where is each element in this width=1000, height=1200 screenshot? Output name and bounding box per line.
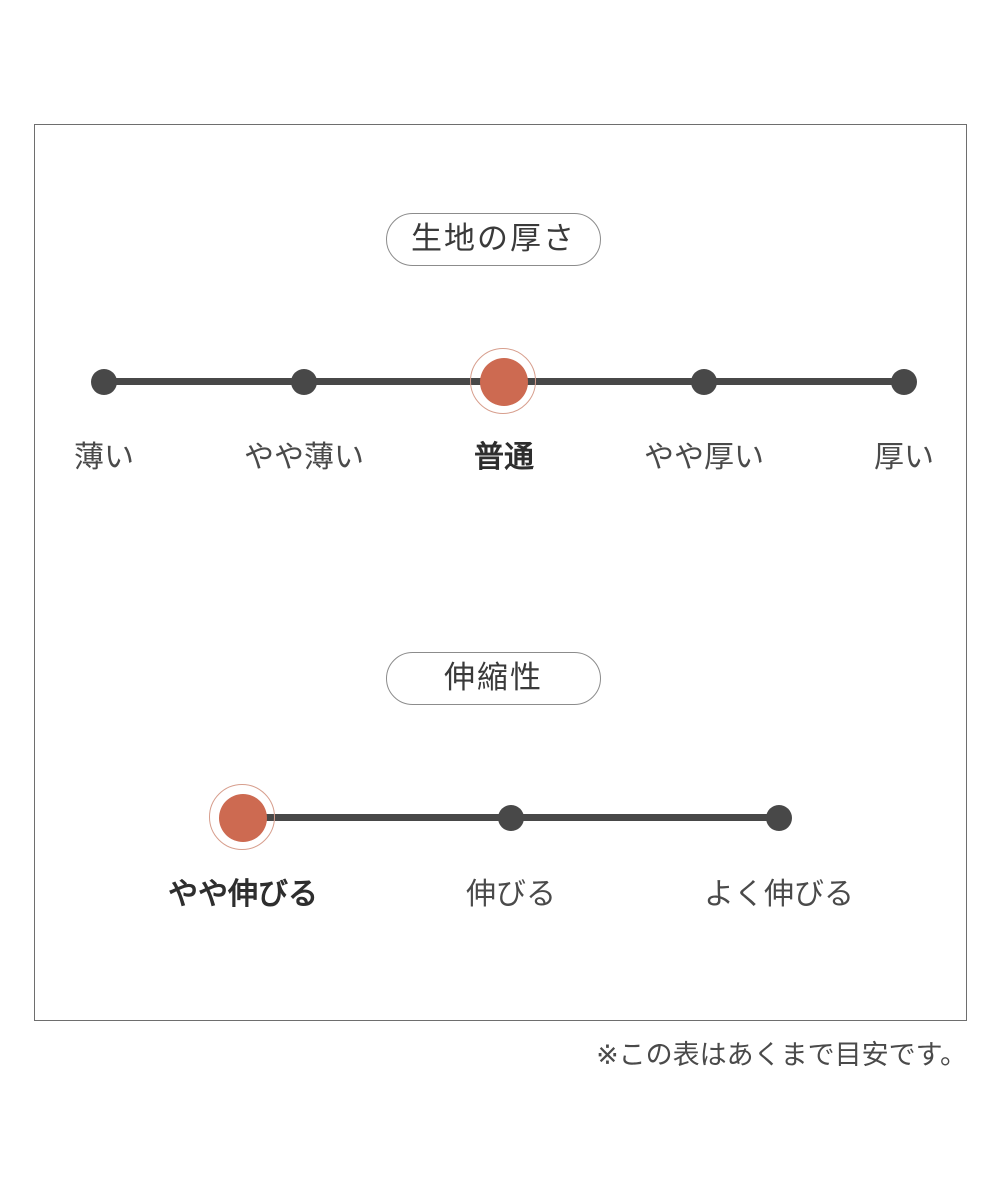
scale-thickness-label-4[interactable]: 厚い (874, 440, 934, 475)
scale-thickness-node-4[interactable] (891, 368, 917, 395)
scale-thickness-node-0[interactable] (91, 368, 117, 395)
scale-thickness-label-2[interactable]: 普通 (474, 440, 534, 475)
scale-stretch-node-2[interactable] (766, 804, 792, 831)
scale-thickness (91, 347, 917, 414)
section-title-thickness-label: 生地の厚さ (411, 221, 576, 257)
footnote-disclaimer: ※この表はあくまで目安です。 (596, 1040, 967, 1071)
scale-thickness-label-1[interactable]: やや薄い (244, 440, 364, 475)
scale-thickness-node-2-selected[interactable] (470, 347, 536, 414)
scale-thickness-label-3[interactable]: やや厚い (644, 440, 764, 475)
section-title-stretch-label: 伸縮性 (444, 660, 543, 696)
scale-thickness-node-1[interactable] (291, 368, 317, 395)
spec-panel: 生地の厚さ 薄い やや薄い 普通 やや厚い 厚い 伸縮性 やや伸びる 伸びる よ… (34, 124, 967, 1021)
scale-stretch (209, 783, 792, 850)
scale-stretch-node-0-selected[interactable] (209, 783, 275, 850)
scale-stretch-label-2[interactable]: よく伸びる (704, 877, 854, 912)
scale-stretch-label-0[interactable]: やや伸びる (168, 877, 318, 912)
scale-stretch-label-1[interactable]: 伸びる (466, 877, 556, 912)
scale-thickness-label-0[interactable]: 薄い (74, 440, 134, 475)
scale-thickness-node-3[interactable] (691, 368, 717, 395)
section-title-thickness: 生地の厚さ (386, 213, 601, 266)
section-title-stretch: 伸縮性 (386, 652, 601, 705)
scale-stretch-node-1[interactable] (498, 804, 524, 831)
